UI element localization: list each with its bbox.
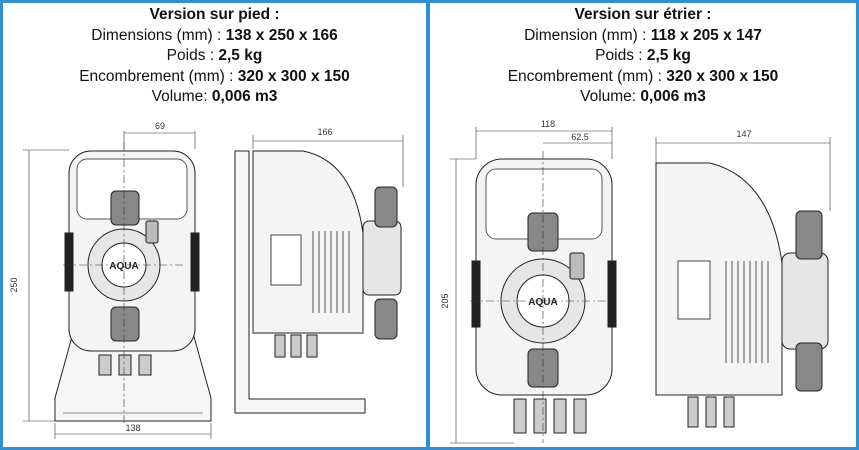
spec-line-poids: Poids : 2,5 kg xyxy=(166,47,263,64)
grip-right xyxy=(190,232,200,292)
grip-left xyxy=(64,232,74,292)
pump-body-side-etrier xyxy=(655,162,783,396)
dim-side-depth-etrier: 147 xyxy=(736,129,751,139)
dim-width-etrier: 118 xyxy=(541,119,555,129)
dim-height: 250 xyxy=(9,277,19,292)
drawing-etrier: AQUA 118 62.5 205 xyxy=(440,119,831,444)
dim-offset-etrier: 62.5 xyxy=(571,132,589,142)
specs-pied: Version sur pied : Dimensions (mm) : 138… xyxy=(3,5,426,108)
pump-body-side xyxy=(252,150,364,334)
dim-side-depth: 166 xyxy=(317,127,332,137)
panel-version-pied: AQUA 69 138 250 xyxy=(3,3,426,447)
spec-line-volume: Volume: 0,006 m3 xyxy=(151,88,278,105)
pump-head-side xyxy=(362,220,402,296)
spec-line-poids-etrier: Poids : 2,5 kg xyxy=(595,47,691,64)
spec-line-dimensions: Dimensions (mm) : 138 x 250 x 166 xyxy=(91,26,338,44)
bottom-valve-knob xyxy=(110,306,140,342)
specs-etrier: Version sur étrier : Dimension (mm) : 11… xyxy=(430,5,856,108)
spec-line-volume-etrier: Volume: 0,006 m3 xyxy=(580,88,706,105)
dim-height-etrier: 205 xyxy=(440,293,450,308)
dim-width: 138 xyxy=(125,423,140,433)
spec-line-encombrement-etrier: Encombrement (mm) : 320 x 300 x 150 xyxy=(507,67,779,85)
pump-head-side-etrier xyxy=(781,252,829,350)
spec-line-dimension: Dimension (mm) : 118 x 205 x 147 xyxy=(524,26,762,44)
title-etrier: Version sur étrier : xyxy=(574,6,712,23)
panel-version-etrier: AQUA 118 62.5 205 xyxy=(430,3,856,447)
spec-line-encombrement: Encombrement (mm) : 320 x 300 x 150 xyxy=(79,67,350,85)
drawing-pied: AQUA 69 138 250 xyxy=(9,121,404,439)
stand-side xyxy=(234,150,250,414)
dim-top-offset: 69 xyxy=(155,121,165,131)
top-valve-knob xyxy=(110,190,140,226)
title-pied: Version sur pied : xyxy=(149,6,280,23)
